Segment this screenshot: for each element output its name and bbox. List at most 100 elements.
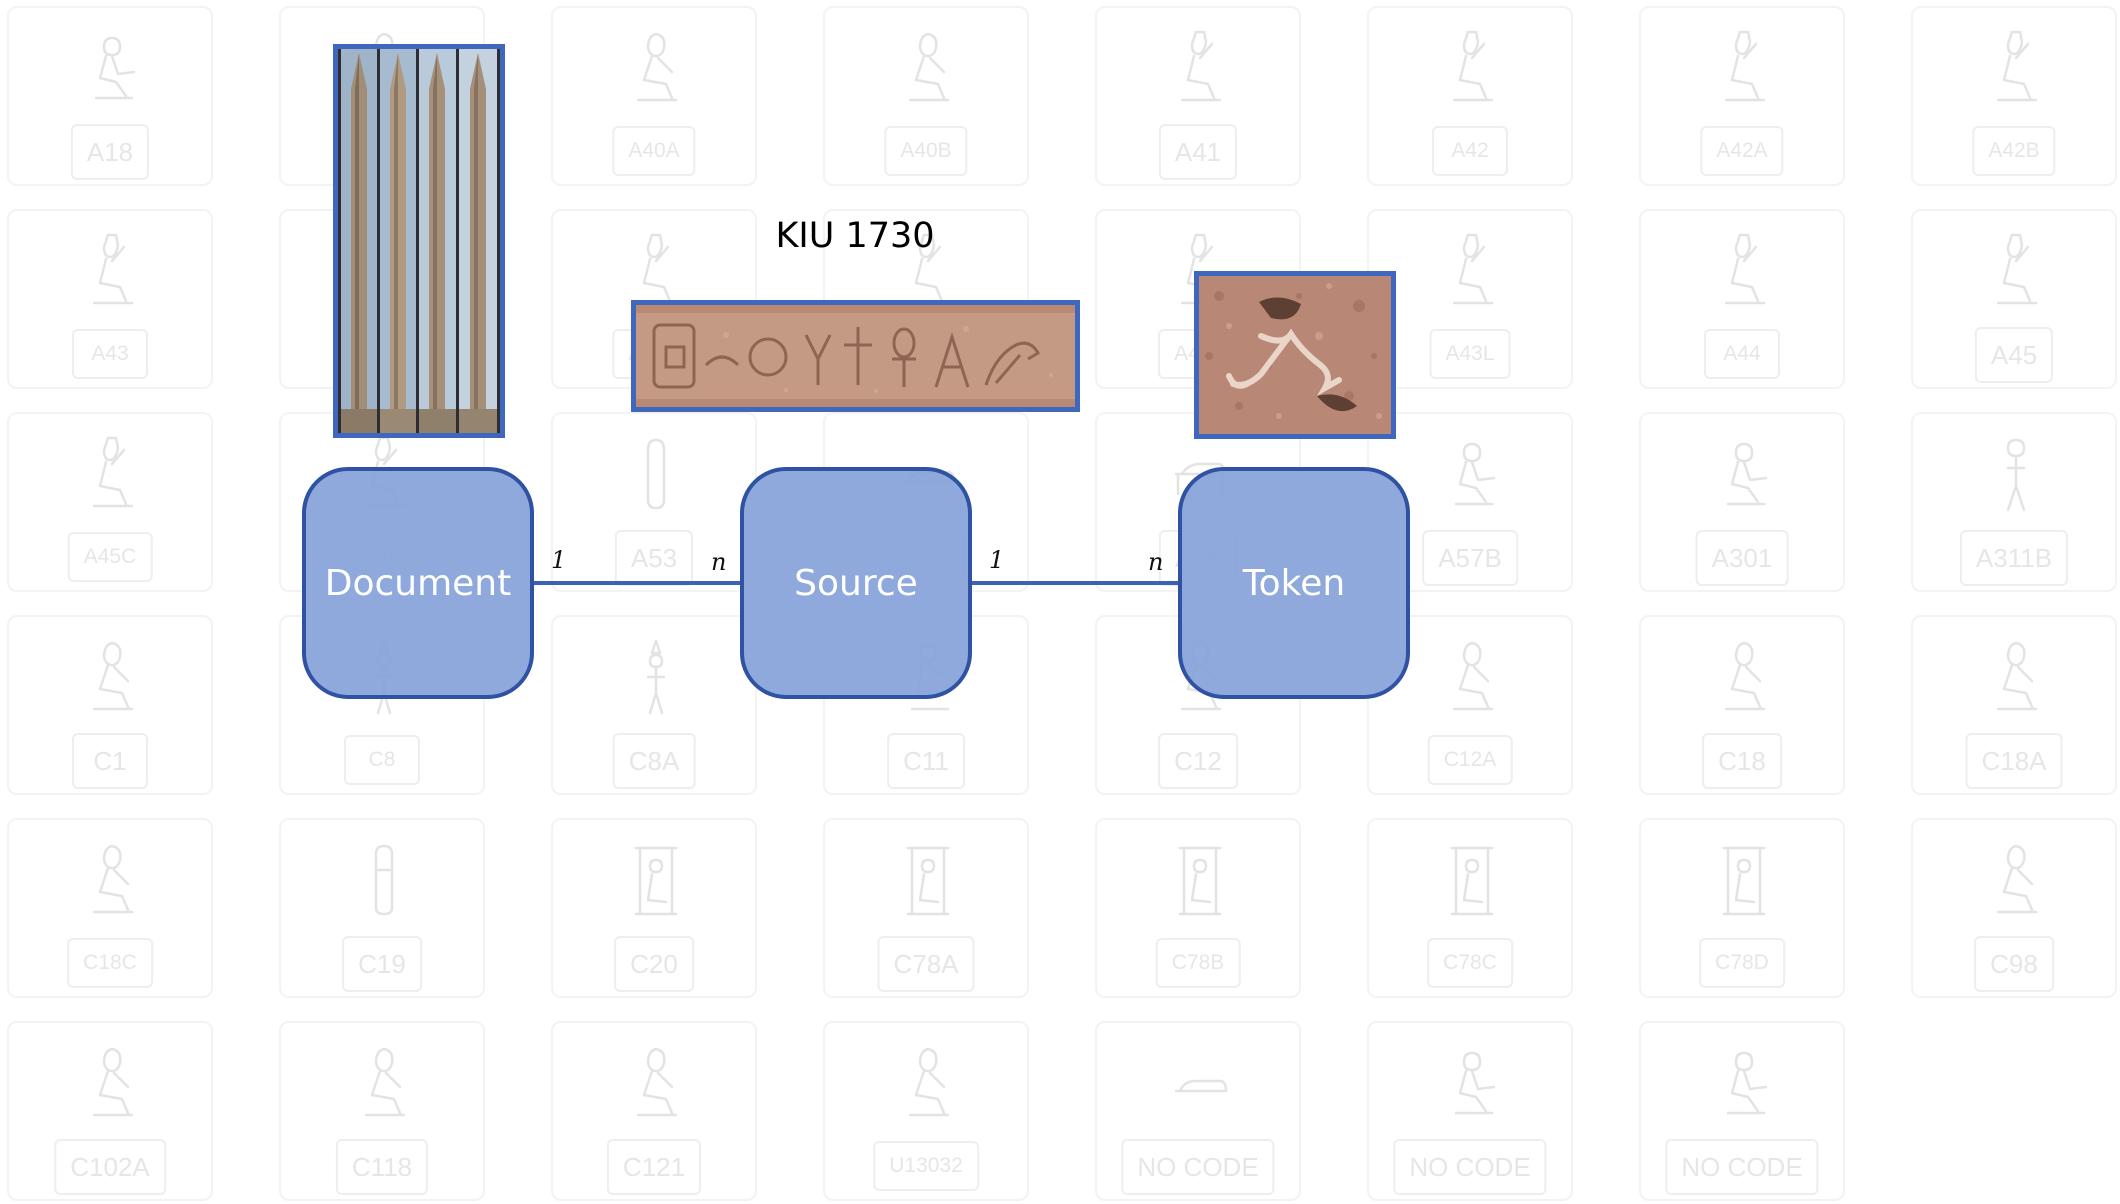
sign-cell: C78B bbox=[1095, 818, 1301, 998]
seated-god-icon bbox=[908, 1047, 950, 1117]
sign-cell: A40A bbox=[551, 6, 757, 186]
seated-god-icon bbox=[1996, 844, 2038, 914]
sign-code-label: C18C bbox=[67, 938, 153, 988]
relation-line-source-token bbox=[972, 581, 1180, 585]
seated-god-icon bbox=[1452, 641, 1494, 711]
seated-king-icon bbox=[1724, 30, 1766, 102]
source-caption: KIU 1730 bbox=[775, 216, 935, 256]
god-in-shrine-icon bbox=[634, 846, 678, 916]
sign-cell: A41 bbox=[1095, 6, 1301, 186]
obelisk-panel-3 bbox=[419, 49, 456, 433]
seated-god-icon bbox=[636, 1047, 678, 1117]
sign-code-label: A42A bbox=[1700, 126, 1784, 176]
sign-code-label: C1 bbox=[72, 733, 148, 789]
sign-code-label: C98 bbox=[1974, 936, 2054, 992]
seated-king-icon bbox=[1724, 233, 1766, 305]
sign-cell: A40B bbox=[823, 6, 1029, 186]
sign-code-label: A42 bbox=[1432, 126, 1508, 176]
seated-king-icon bbox=[636, 233, 678, 305]
standing-god-icon bbox=[646, 639, 666, 715]
sign-cell: A301 bbox=[1639, 412, 1845, 592]
sign-cell: A43L bbox=[1367, 209, 1573, 389]
sign-cell: A42 bbox=[1367, 6, 1573, 186]
god-in-shrine-icon bbox=[906, 846, 950, 916]
sign-cell: C18A bbox=[1911, 615, 2117, 795]
inscription-image bbox=[636, 305, 1075, 407]
sign-code-label: C78D bbox=[1699, 938, 1785, 988]
sign-cell: A18 bbox=[7, 6, 213, 186]
seated-king-icon bbox=[92, 436, 134, 508]
sign-code-label: A43 bbox=[72, 329, 148, 379]
obelisk-photos bbox=[333, 44, 505, 438]
seated-figure-icon bbox=[1726, 442, 1768, 506]
sign-code-label: NO CODE bbox=[1665, 1139, 1819, 1195]
seated-king-icon bbox=[908, 233, 950, 305]
sign-code-label: A301 bbox=[1695, 530, 1789, 586]
sign-code-label: C18A bbox=[1965, 733, 2063, 789]
sign-cell: C18 bbox=[1639, 615, 1845, 795]
seated-god-icon bbox=[92, 844, 134, 914]
standing-mummy-icon bbox=[646, 438, 666, 510]
sign-cell: C78A bbox=[823, 818, 1029, 998]
node-source: Source bbox=[740, 467, 972, 699]
sign-code-label: C78C bbox=[1427, 938, 1513, 988]
sign-code-label: C18 bbox=[1702, 733, 1782, 789]
seated-figure-icon bbox=[1726, 1051, 1768, 1115]
sign-code-label: C12 bbox=[1158, 733, 1238, 789]
sign-cell: A42B bbox=[1911, 6, 2117, 186]
sign-code-label: A18 bbox=[70, 124, 150, 180]
mummiform-god-icon bbox=[374, 844, 394, 916]
recumbent-mummy-icon bbox=[1174, 1079, 1228, 1093]
obelisk-panel-1 bbox=[341, 49, 377, 433]
sign-code-label: A43L bbox=[1429, 329, 1511, 379]
sign-cell: C121 bbox=[551, 1021, 757, 1201]
sign-code-label: C118 bbox=[335, 1139, 429, 1195]
relation-line-document-source bbox=[534, 581, 742, 585]
sign-code-label: NO CODE bbox=[1393, 1139, 1547, 1195]
seated-god-icon bbox=[1996, 641, 2038, 711]
sign-code-label: C78B bbox=[1155, 938, 1241, 988]
sign-cell: A311B bbox=[1911, 412, 2117, 592]
sign-code-label: A45C bbox=[67, 532, 153, 582]
node-token: Token bbox=[1178, 467, 1410, 699]
sign-code-label: A311B bbox=[1959, 530, 2069, 586]
sign-cell: NO CODE bbox=[1367, 1021, 1573, 1201]
sign-cell: C118 bbox=[279, 1021, 485, 1201]
sign-cell: A53 bbox=[551, 412, 757, 592]
seated-god-icon bbox=[92, 1047, 134, 1117]
sign-code-label: U13032 bbox=[873, 1141, 979, 1191]
sign-code-label: C121 bbox=[606, 1139, 702, 1195]
node-token-label: Token bbox=[1242, 562, 1346, 604]
seated-king-icon bbox=[1996, 233, 2038, 305]
sign-cell: A45C bbox=[7, 412, 213, 592]
sign-cell: A45 bbox=[1911, 209, 2117, 389]
cardinality-source-to-token-side: 1 bbox=[989, 546, 1005, 574]
sign-code-label: C78A bbox=[877, 936, 975, 992]
sign-cell: C102A bbox=[7, 1021, 213, 1201]
sign-code-label: A57B bbox=[1422, 530, 1518, 586]
sign-code-label: C8 bbox=[344, 735, 420, 785]
sign-code-label: A40B bbox=[884, 126, 968, 176]
single-hieroglyph-photo bbox=[1194, 271, 1396, 439]
sign-code-label: C19 bbox=[342, 936, 422, 992]
seated-god-icon bbox=[908, 32, 950, 102]
node-document: Document bbox=[302, 467, 534, 699]
sign-code-label: A53 bbox=[614, 530, 694, 586]
sign-code-label: A41 bbox=[1158, 124, 1238, 180]
obelisk-panel-4 bbox=[459, 49, 497, 433]
sign-cell: C18C bbox=[7, 818, 213, 998]
cardinality-source-side: n bbox=[711, 548, 727, 576]
sign-code-label: C102A bbox=[54, 1139, 166, 1195]
sign-code-label: A45 bbox=[1974, 327, 2054, 383]
sign-cell: C78D bbox=[1639, 818, 1845, 998]
seated-figure-icon bbox=[1454, 1051, 1496, 1115]
obelisk-panel-2 bbox=[380, 49, 416, 433]
seated-god-icon bbox=[636, 32, 678, 102]
seated-king-icon bbox=[1180, 30, 1222, 102]
god-in-shrine-icon bbox=[1450, 846, 1494, 916]
sign-cell: C78C bbox=[1367, 818, 1573, 998]
sign-code-label: NO CODE bbox=[1121, 1139, 1275, 1195]
seated-king-icon bbox=[92, 233, 134, 305]
hieroglyphic-inscription-photo bbox=[631, 300, 1080, 412]
